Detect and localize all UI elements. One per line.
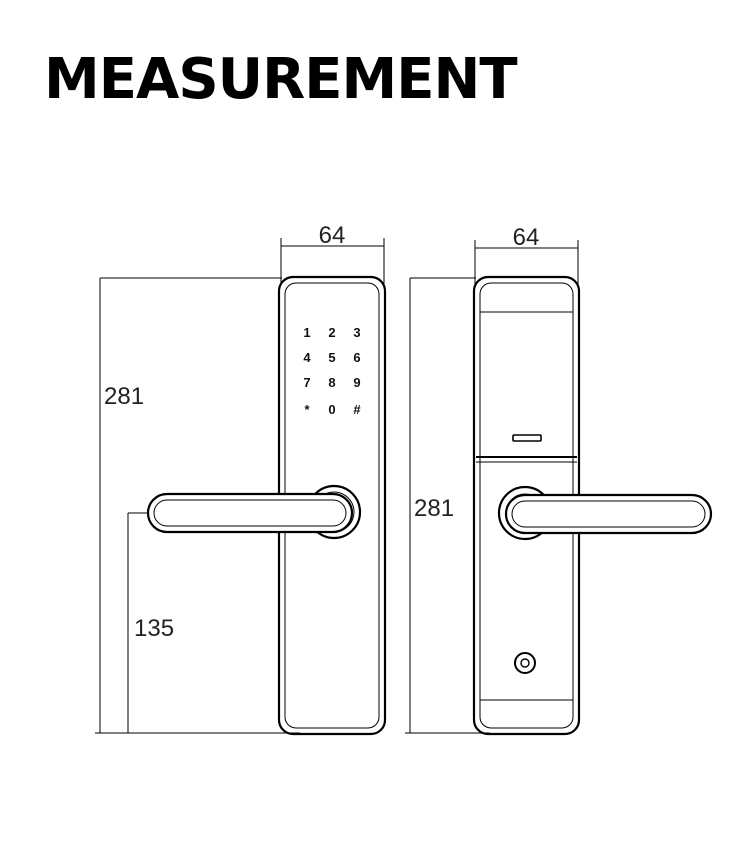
keypad-key: 9: [353, 375, 360, 390]
keypad-key: 6: [353, 350, 360, 365]
back-handle-inner: [511, 500, 706, 528]
front-handle-inner: [153, 499, 347, 527]
front-handle: [146, 492, 354, 534]
keypad-key: *: [304, 402, 310, 417]
back-height-label: 281: [414, 495, 454, 522]
thumb-turn-center: [520, 658, 530, 668]
handle-height-label: 135: [134, 615, 174, 642]
keypad-key: 1: [303, 325, 310, 340]
back-lock: 64 281: [405, 224, 713, 736]
thumb-turn: [514, 652, 536, 674]
front-width-label: 64: [319, 222, 346, 249]
keypad-key: 3: [353, 325, 360, 340]
back-height-dimension: [405, 277, 490, 734]
keypad-key: 7: [303, 375, 310, 390]
front-width-dimension: [280, 238, 385, 284]
front-height-dimension: [95, 277, 300, 734]
keypad: 1 2 3 4 5 6 7 8 9 * 0 #: [303, 325, 361, 417]
back-width-label: 64: [513, 224, 540, 251]
keypad-key: 4: [303, 350, 311, 365]
back-handle: [504, 493, 713, 535]
keypad-key: 2: [328, 325, 335, 340]
front-height-label: 281: [104, 383, 144, 410]
keypad-key: 5: [328, 350, 335, 365]
keypad-key: 8: [328, 375, 335, 390]
battery-cover-latch: [512, 434, 542, 442]
keypad-key: #: [353, 402, 361, 417]
page-title: MEASUREMENT: [44, 47, 518, 112]
keypad-key: 0: [328, 402, 335, 417]
front-lock: 64 281 135 1 2 3 4 5 6 7 8 9 * 0 #: [95, 222, 387, 736]
back-width-dimension: [474, 240, 579, 284]
